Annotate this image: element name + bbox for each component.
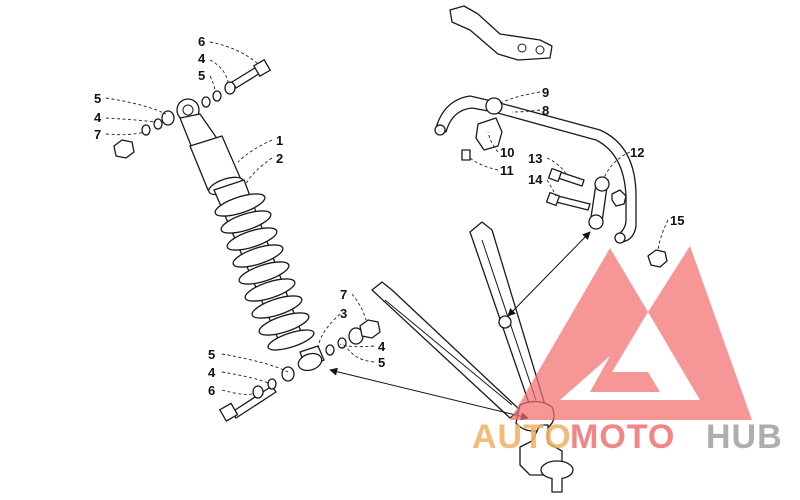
assembly-arrows xyxy=(329,231,591,421)
coil-spring xyxy=(214,193,315,351)
callout-4-left: 4 xyxy=(94,110,102,125)
callout-14: 14 xyxy=(528,172,543,187)
callout-12: 12 xyxy=(630,145,644,160)
callout-labels: 6 4 5 5 4 7 1 2 9 8 10 11 13 12 14 15 7 … xyxy=(94,34,684,398)
callout-5-lower-right: 5 xyxy=(378,355,385,370)
frame-bracket xyxy=(449,5,553,61)
sway-bar xyxy=(434,95,637,244)
callout-7-left: 7 xyxy=(94,127,101,142)
leader-lines xyxy=(105,41,669,395)
callout-5-lower-left: 5 xyxy=(208,347,215,362)
knuckle-assembly xyxy=(519,424,574,493)
callout-4-lower-right: 4 xyxy=(378,339,386,354)
callout-4-upper: 4 xyxy=(198,51,206,66)
callout-3: 3 xyxy=(340,306,347,321)
watermark-text-auto: AUTO xyxy=(472,418,572,456)
callout-8: 8 xyxy=(542,103,549,118)
sway-bar-nut xyxy=(647,249,668,268)
lower-bolt-hardware xyxy=(219,366,295,422)
callout-4-lower-left: 4 xyxy=(208,365,216,380)
watermark-text-hub: HUB xyxy=(706,418,783,456)
callout-2: 2 xyxy=(276,151,283,166)
callout-6-lower: 6 xyxy=(208,383,215,398)
callout-10: 10 xyxy=(500,145,514,160)
watermark-wordmark: AUTO MOTO HUB xyxy=(472,418,783,456)
sway-bar-bushing xyxy=(461,97,503,161)
callout-13: 13 xyxy=(528,151,542,166)
lower-nut-hardware xyxy=(325,319,381,356)
sway-bar-link xyxy=(545,167,627,230)
shock-absorber xyxy=(176,98,325,372)
callout-1: 1 xyxy=(276,133,283,148)
callout-6-upper: 6 xyxy=(198,34,205,49)
watermark-logo-icon xyxy=(510,246,752,420)
automotohub-watermark xyxy=(510,246,752,420)
watermark-text-moto: MOTO xyxy=(570,418,675,456)
callout-15: 15 xyxy=(670,213,684,228)
callout-5-upper: 5 xyxy=(198,68,205,83)
callout-7-lower: 7 xyxy=(340,287,347,302)
upper-bolt-hardware xyxy=(201,59,271,108)
upper-nut-hardware xyxy=(113,110,175,159)
callout-9: 9 xyxy=(542,85,549,100)
callout-11: 11 xyxy=(500,163,514,178)
callout-5-left: 5 xyxy=(94,91,101,106)
